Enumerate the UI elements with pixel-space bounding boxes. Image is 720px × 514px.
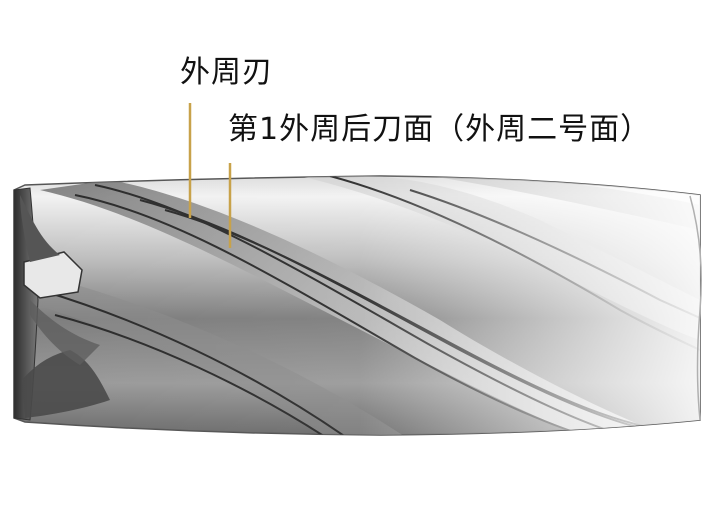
tip-flute-lower [22,350,110,418]
shank-end [689,195,702,421]
tip-flute-upper [20,195,60,262]
tip-flute-mid [30,300,100,365]
label-peripheral-edge: 外周刃 [180,55,273,90]
tip-chisel [23,251,83,299]
label-first-relief-face: 第1外周后刀面（外周二号面） [228,112,652,147]
